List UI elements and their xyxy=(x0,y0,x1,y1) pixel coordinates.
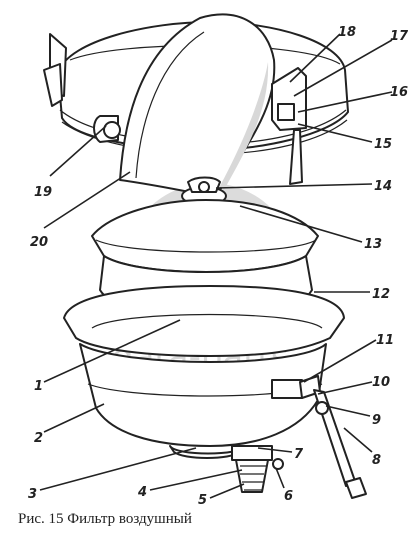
callout-13: 13 xyxy=(364,237,382,252)
callout-labels: 19 20 1 2 3 4 5 6 7 8 9 10 11 12 13 14 1… xyxy=(28,25,409,508)
callout-3: 3 xyxy=(28,487,37,502)
callout-15: 15 xyxy=(374,137,392,152)
callout-16: 16 xyxy=(390,85,408,100)
leader-lines xyxy=(39,33,393,499)
callout-17: 17 xyxy=(390,29,409,44)
right-clamp xyxy=(271,67,307,185)
callout-10: 10 xyxy=(372,375,390,390)
callout-20: 20 xyxy=(30,235,48,250)
callout-8: 8 xyxy=(372,453,381,468)
callout-7: 7 xyxy=(294,447,304,462)
figure-caption: Рис. 15 Фильтр воздушный xyxy=(18,511,192,527)
callout-11: 11 xyxy=(376,333,394,348)
callout-14: 14 xyxy=(374,179,392,194)
callout-2: 2 xyxy=(34,431,43,446)
left-clip xyxy=(43,33,121,143)
oil-bath-bowl xyxy=(63,285,345,459)
callout-5: 5 xyxy=(198,493,207,508)
callout-12: 12 xyxy=(372,287,390,302)
callout-1: 1 xyxy=(34,379,43,394)
callout-4: 4 xyxy=(137,485,147,500)
callout-6: 6 xyxy=(284,489,293,504)
callout-19: 19 xyxy=(34,185,52,200)
callout-9: 9 xyxy=(372,413,381,428)
callout-18: 18 xyxy=(338,25,356,40)
